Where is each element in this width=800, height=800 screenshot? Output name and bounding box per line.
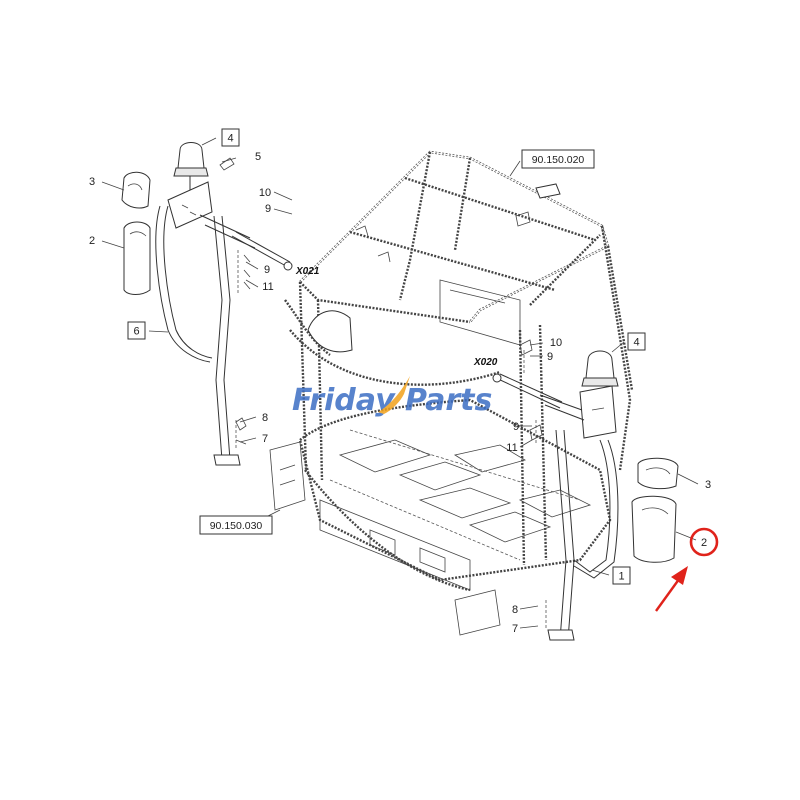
highlight-circle [689, 527, 719, 557]
callout-1-box: 1 [612, 566, 631, 585]
callout-9-mid: 9 [547, 351, 553, 363]
callout-9-right: 9 [513, 421, 519, 433]
callout-9-mid-left: 9 [264, 264, 270, 276]
callout-4-top: 4 [227, 133, 233, 145]
cab-roof-details [355, 183, 561, 263]
callout-2-left: 2 [89, 235, 95, 247]
callout-10-right: 10 [550, 337, 562, 349]
callout-11-top: 11 [262, 281, 273, 293]
callout-2-right: 2 [701, 537, 707, 549]
cab-frame [284, 150, 634, 592]
reference-top: 90.150.020 [532, 154, 585, 166]
callout-4-right-box: 4 [627, 332, 646, 351]
callout-7-left: 7 [262, 433, 268, 445]
callout-7-bottom: 7 [512, 623, 518, 635]
right-mount-assembly [454, 339, 679, 641]
callout-8-left: 8 [262, 412, 268, 424]
reference-bottom: 90.150.030 [210, 520, 263, 532]
callout-4-right: 4 [633, 337, 639, 349]
left-mount-assembly [121, 142, 306, 511]
connector-x021: X021 [295, 266, 320, 277]
reference-top-box: 90.150.020 [521, 149, 595, 169]
callout-1: 1 [618, 571, 624, 583]
watermark-swoosh-icon [378, 376, 410, 414]
highlighted-callout: 2 [655, 527, 719, 612]
callout-5: 5 [255, 151, 261, 163]
callout-9-top: 9 [265, 203, 271, 215]
watermark-logo: Friday Parts [292, 376, 492, 418]
reference-bottom-box: 90.150.030 [199, 515, 273, 535]
callout-10-top: 10 [259, 187, 271, 199]
callout-11-right: 11 [506, 442, 517, 454]
cab-floor [307, 279, 592, 591]
callout-3-left: 3 [89, 176, 95, 188]
watermark-text-parts: Parts [405, 383, 492, 418]
callout-6: 6 [133, 326, 139, 338]
callout-3-right: 3 [705, 479, 711, 491]
callout-8-bottom: 8 [512, 604, 518, 616]
callouts: 3 2 5 10 9 9 11 8 7 10 9 9 11 3 8 7 4 6 … [89, 128, 711, 635]
connector-x020: X020 [473, 357, 498, 368]
callout-6-box: 6 [127, 321, 146, 340]
arrow-icon [655, 566, 688, 612]
callout-4-top-box: 4 [221, 128, 240, 147]
